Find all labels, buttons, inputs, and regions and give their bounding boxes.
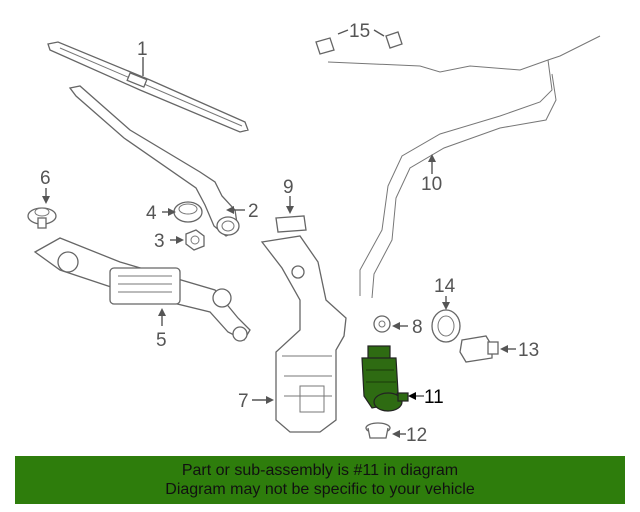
leader-line-15a: [337, 29, 349, 35]
callout-14[interactable]: 14: [434, 276, 456, 297]
bolt-part[interactable]: [27, 207, 57, 229]
washer-pump-part[interactable]: [361, 345, 409, 412]
callout-15[interactable]: 15: [349, 21, 370, 42]
callout-8[interactable]: 8: [412, 317, 423, 338]
washer-nozzle-part[interactable]: [315, 31, 403, 55]
callout-4[interactable]: 4: [146, 203, 157, 224]
arrow-6: [42, 196, 50, 204]
callout-7[interactable]: 7: [238, 391, 249, 412]
arrow-4: [168, 208, 176, 216]
grommet-part[interactable]: [431, 309, 461, 343]
arrow-5: [158, 308, 166, 316]
callout-10[interactable]: 10: [421, 174, 442, 195]
arrow-9: [286, 206, 294, 214]
arrow-13: [500, 345, 508, 353]
callout-9[interactable]: 9: [283, 177, 294, 198]
washer-reservoir-part[interactable]: [260, 235, 347, 433]
reservoir-cap-part[interactable]: [275, 215, 307, 233]
arrow-2: [226, 206, 234, 214]
callout-2[interactable]: 2: [248, 201, 259, 222]
wiper-arm-part[interactable]: [68, 85, 240, 237]
arrow-12: [392, 430, 400, 438]
callout-5[interactable]: 5: [156, 330, 167, 351]
wiper-blade-part[interactable]: [47, 41, 249, 133]
callout-12[interactable]: 12: [406, 425, 427, 446]
wiper-linkage-part[interactable]: [33, 237, 251, 342]
level-sensor-part[interactable]: [459, 335, 499, 363]
seal-part[interactable]: [373, 315, 391, 333]
arrow-11: [408, 392, 416, 400]
arrow-3: [176, 236, 184, 244]
washer-hose-part[interactable]: [327, 35, 601, 299]
parts-diagram: 1 2 4 3 6 5: [27, 21, 601, 446]
pivot-cap-part[interactable]: [173, 201, 203, 223]
nut-part[interactable]: [185, 229, 205, 251]
arrow-8: [392, 322, 400, 330]
callout-11[interactable]: 11: [424, 387, 444, 408]
leader-line-15b: [373, 29, 385, 37]
banner-line-disclaimer: Diagram may not be specific to your vehi…: [165, 481, 475, 498]
arrow-10: [428, 154, 436, 162]
part-info-banner: Part or sub-assembly is #11 in diagram D…: [15, 456, 625, 504]
arrow-14: [442, 302, 450, 310]
callout-6[interactable]: 6: [40, 168, 51, 189]
banner-line-part: Part or sub-assembly is #11 in diagram: [181, 462, 459, 479]
arrow-7: [266, 396, 274, 404]
callout-1[interactable]: 1: [137, 39, 148, 60]
callout-3[interactable]: 3: [154, 231, 165, 252]
pump-grommet-part[interactable]: [365, 422, 391, 439]
callout-13[interactable]: 13: [518, 340, 539, 361]
